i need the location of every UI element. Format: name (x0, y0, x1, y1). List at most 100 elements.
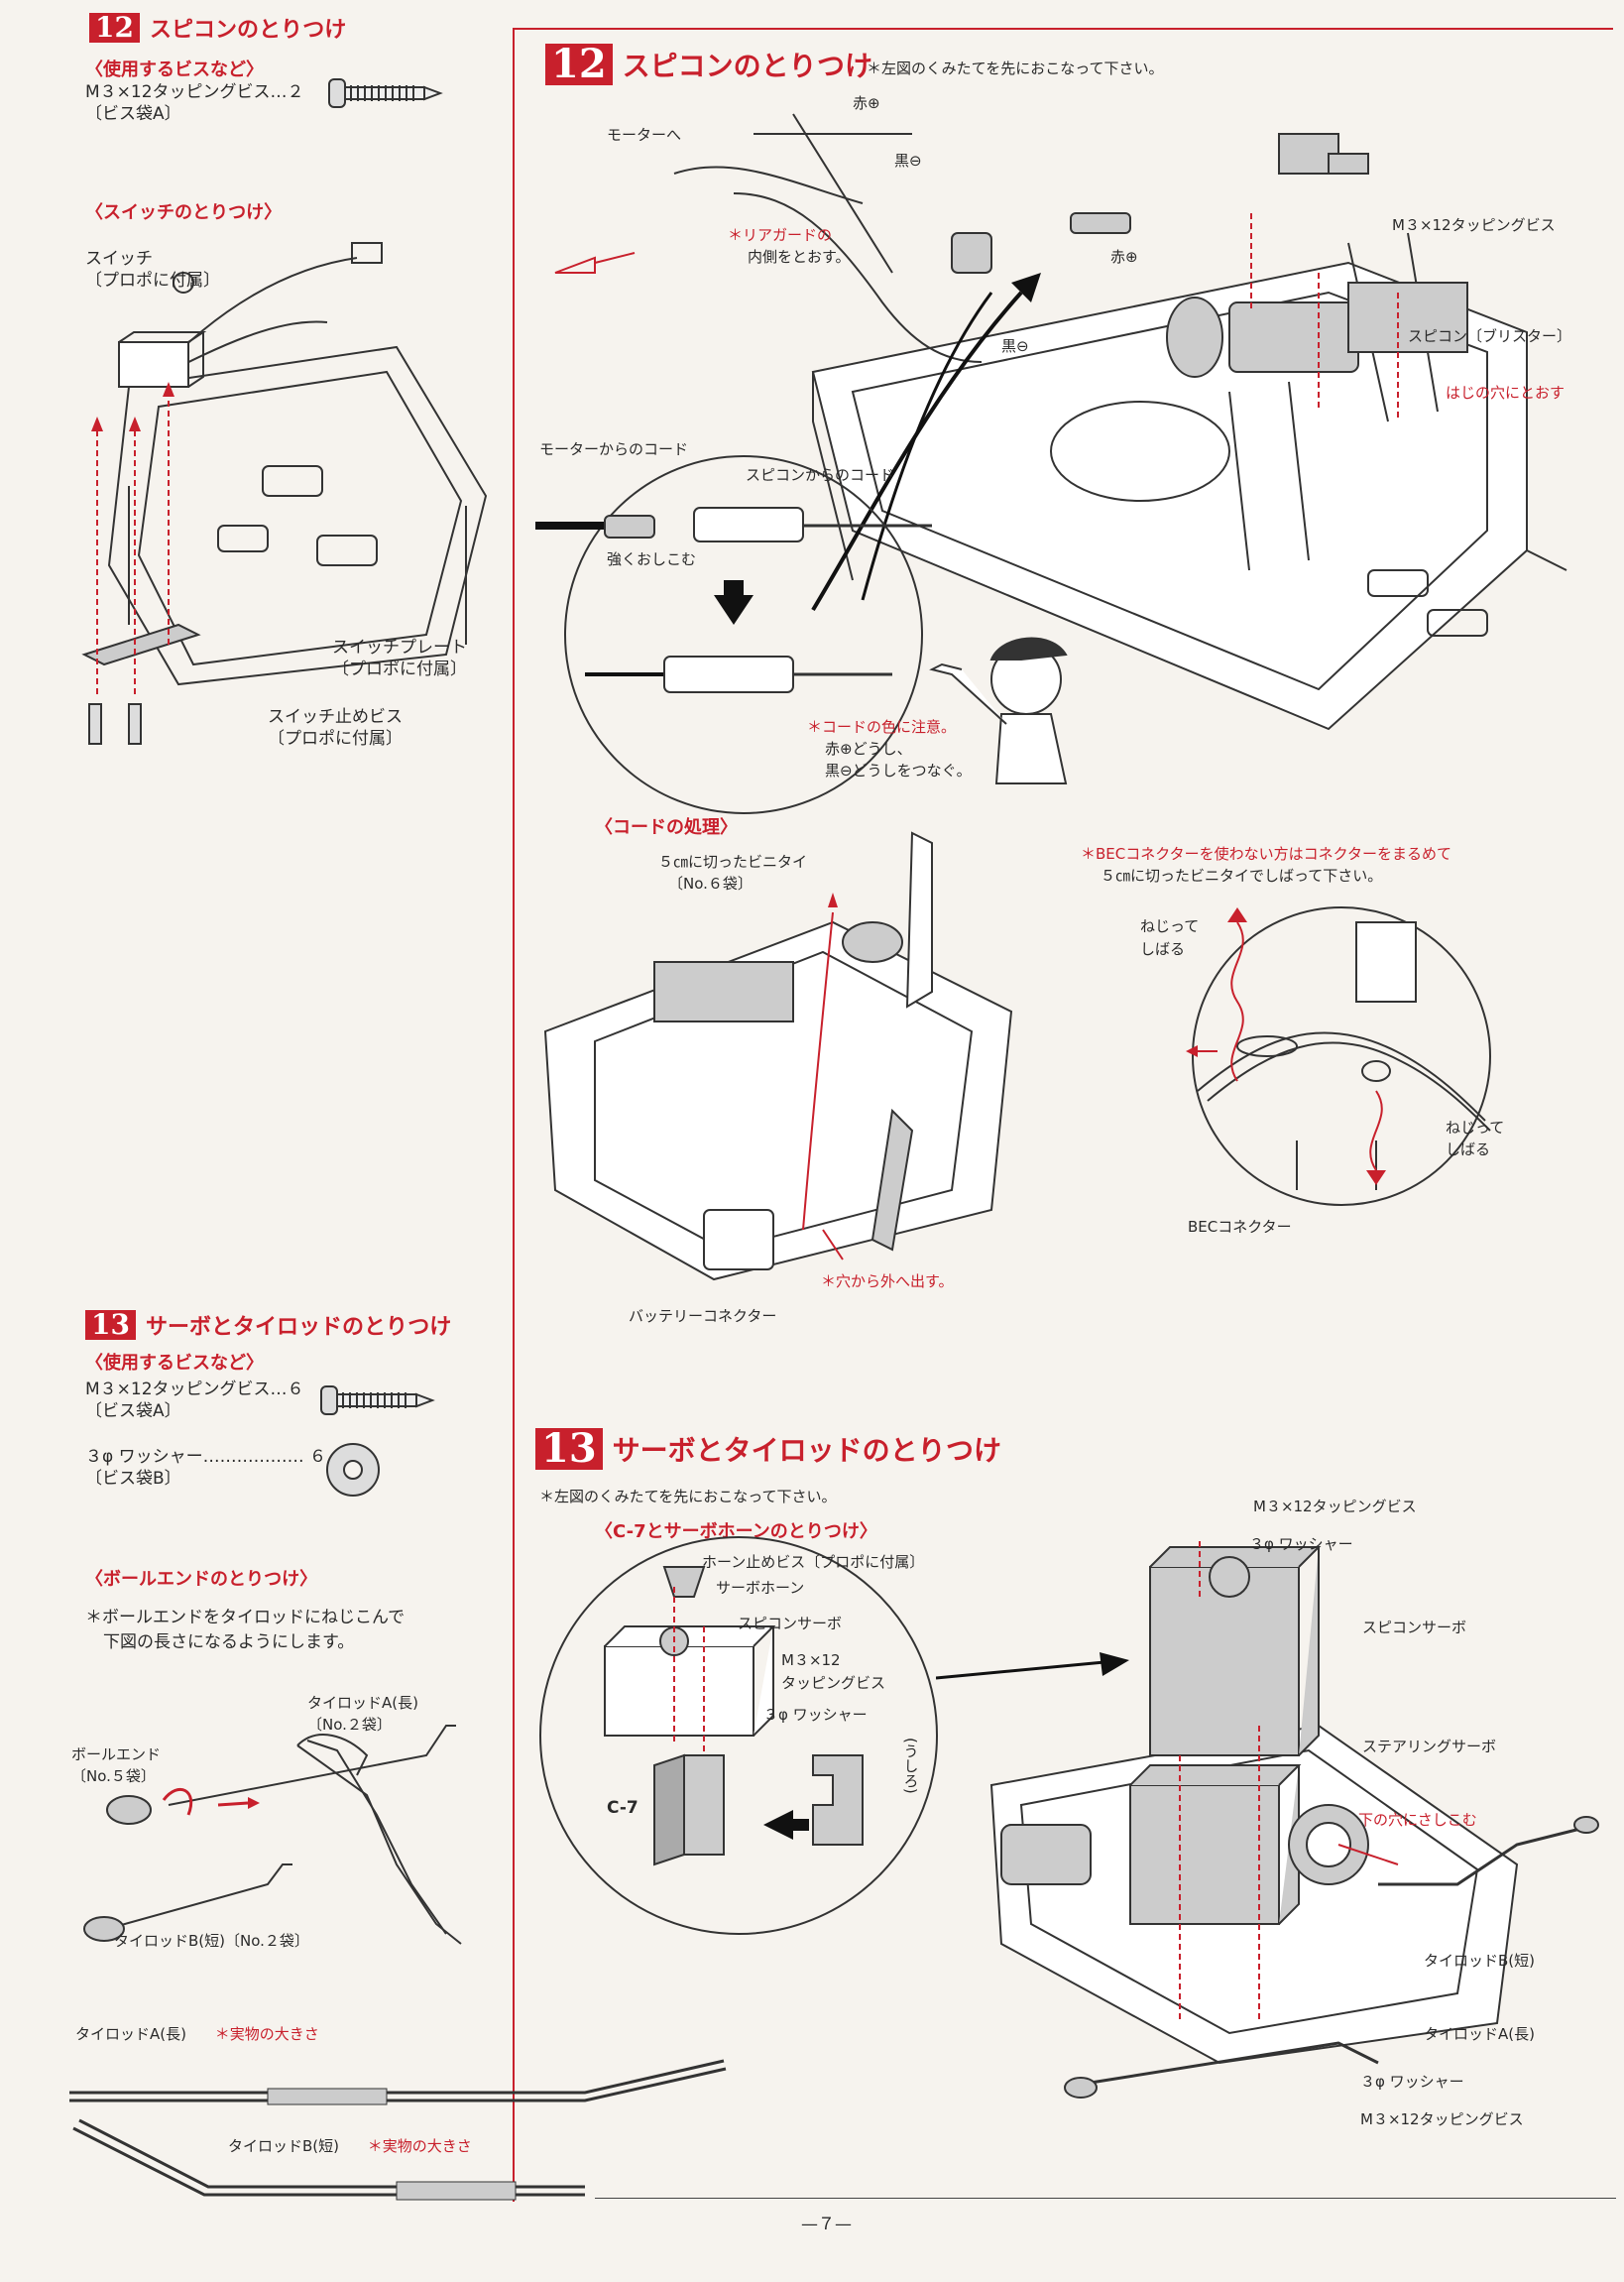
main-rod-b-label: タイロッドB(短) (1424, 1952, 1535, 1970)
switch-plate-label: スイッチプレート (332, 638, 467, 658)
left-step13-part1-line2: 〔ビス袋A〕 (85, 1401, 181, 1421)
rear-guard-note-2: 内側をとおす。 (748, 248, 851, 266)
left-step12-header: 12 スピコンのとりつけ (89, 12, 346, 44)
twist-1a: ねじって (1140, 917, 1200, 935)
left-step12-title: スピコンのとりつけ (149, 18, 347, 43)
bec-detail-circle (1178, 893, 1505, 1220)
actual-rod-b-label: タイロッドB(短) ＊実物の大きさ (228, 2137, 472, 2157)
tie-label: ５㎝に切ったビニタイ (658, 853, 808, 871)
left-step13-parts-header: 〈使用するビスなど〉 (85, 1353, 264, 1374)
main-rod-a-label: タイロッドA(長) (1424, 2025, 1535, 2043)
rod-a-actual-size (69, 2053, 744, 2112)
right-step12-number: 12 (545, 44, 613, 85)
actual-rod-b-name: タイロッドB(短) (228, 2137, 339, 2155)
ballend-illustration (69, 1686, 506, 1954)
to-motor-label: モーターへ (607, 126, 682, 144)
right-step13-header: 13 サーボとタイロッドのとりつけ (535, 1428, 1001, 1470)
ballend-bag: 〔No.５袋〕 (71, 1767, 156, 1785)
tie-bag-label: 〔No.６袋〕 (668, 875, 753, 893)
black-minus-label-2: 黒⊖ (1001, 337, 1029, 355)
rod-b-label: タイロッドB(短)〔No.２袋〕 (114, 1932, 309, 1950)
red-plus-label-2: 赤⊕ (1110, 248, 1138, 266)
bec-note-2: ５㎝に切ったビニタイでしばって下さい。 (1101, 867, 1383, 885)
washer-icon (323, 1440, 383, 1500)
c7-speedcon-servo-label: スピコンサーボ (738, 1615, 843, 1632)
rear-guard-note-1: ＊リアガードの (728, 226, 833, 244)
bottom-washer-label: ３φ ワッシャー (1360, 2073, 1464, 2091)
switch-mount-header: 〈スイッチのとりつけ〉 (85, 202, 283, 223)
color-note-3: 黒⊖どうしをつなぐ。 (825, 762, 972, 780)
ballend-label: ボールエンド (71, 1745, 162, 1763)
motor-cord-label: モーターからのコード (539, 440, 689, 458)
speedcon-screw-label: M３×12タッピングビス (1392, 216, 1556, 234)
right-step13-note: ＊左図のくみたてを先におこなって下さい。 (539, 1488, 837, 1505)
actual-rod-a-note: ＊実物の大きさ (214, 2025, 319, 2043)
connector-detail-circle (535, 436, 952, 823)
switch-screw-note: 〔プロポに付属〕 (268, 729, 403, 749)
left-step13-number: 13 (85, 1310, 136, 1340)
mascot-pointing-illustration (902, 625, 1081, 793)
column-divider (513, 30, 515, 2202)
bec-note-1: ＊BECコネクターを使わない方はコネクターをまるめて (1081, 845, 1452, 863)
right-step12-title: スピコンのとりつけ (622, 50, 872, 82)
switch-mount-illustration (69, 228, 506, 764)
servo-horn-label: サーボホーン (716, 1579, 805, 1597)
left-step13-part2-line2: 〔ビス袋B〕 (85, 1469, 181, 1489)
bottom-screw-label: M３×12タッピングビス (1360, 2110, 1524, 2128)
switch-label-note: 〔プロポに付属〕 (85, 271, 220, 291)
c7-header: 〈C-7とサーボホーンのとりつけ〉 (595, 1521, 877, 1542)
cord-handling-illustration (535, 813, 1031, 1329)
twist-2a: ねじって (1446, 1119, 1505, 1137)
left-step13-header: 13 サーボとタイロッドのとりつけ (85, 1309, 451, 1341)
c7-screw-label-1: M３×12 (781, 1651, 841, 1669)
steering-servo-label: ステアリングサーボ (1362, 1738, 1497, 1755)
color-note-1: ＊コードの色に注意。 (807, 718, 957, 736)
actual-rod-b-note: ＊実物の大きさ (367, 2137, 472, 2155)
color-note-2: 赤⊕どうし、 (825, 740, 912, 758)
top-washer-label: ３φ ワッシャー (1249, 1535, 1353, 1553)
twist-1b: しばる (1140, 940, 1186, 958)
black-minus-label-1: 黒⊖ (894, 152, 922, 170)
switch-label: スイッチ (85, 249, 153, 269)
arrow-to-main-illustration (936, 1652, 1134, 1692)
right-step12-header: 12 スピコンのとりつけ (545, 44, 872, 85)
right-step13-title: サーボとタイロッドのとりつけ (612, 1434, 1001, 1467)
actual-rod-a-label: タイロッドA(長) ＊実物の大きさ (75, 2025, 319, 2045)
top-rule-right (513, 28, 1613, 30)
actual-rod-a-name: タイロッドA(長) (75, 2025, 186, 2043)
twist-2b: しばる (1446, 1141, 1491, 1158)
edge-hole-label: はじの穴にとおす (1446, 384, 1566, 402)
main-speedcon-servo-label: スピコンサーボ (1362, 1619, 1467, 1636)
rod-a-bag: 〔No.２袋〕 (307, 1716, 392, 1734)
c7-back-label: (うしろ) (901, 1738, 920, 1794)
right-step12-note: ＊左図のくみたてを先におこなって下さい。 (867, 60, 1164, 79)
push-hard-label: 強くおしこむ (607, 550, 697, 568)
top-screw-label: M３×12タッピングビス (1253, 1498, 1417, 1515)
c7-washer-label: ３φ ワッシャー (763, 1706, 868, 1724)
left-step12-part-line2: 〔ビス袋A〕 (85, 104, 181, 124)
ballend-header: 〈ボールエンドのとりつけ〉 (85, 1569, 318, 1590)
ballend-note-1: ＊ボールエンドをタイロッドにねじこんで (85, 1608, 406, 1627)
horn-screw-label: ホーン止めビス〔プロポに付属〕 (702, 1553, 925, 1571)
c7-screw-label-2: タッピングビス (781, 1674, 886, 1692)
c7-part-label: C-7 (607, 1798, 638, 1818)
left-step12-part-line1: M３×12タッピングビス…２ (85, 82, 304, 102)
left-step13-part2-line1: ３φ ワッシャー……………… ６ (85, 1447, 327, 1467)
right-step13-number: 13 (535, 1428, 603, 1470)
right-step12-note-text: ＊左図のくみたてを先におこなって下さい。 (867, 60, 1164, 77)
battery-connector-label: バッテリーコネクター (629, 1307, 777, 1325)
rod-b-actual-size (69, 2112, 605, 2202)
speedcon-cord-label: スピコンからのコード (746, 466, 895, 484)
switch-screw-label: スイッチ止めビス (268, 707, 403, 727)
cord-handling-header: 〈コードの処理〉 (595, 817, 738, 838)
c7-servo-horn-circle (525, 1527, 952, 1944)
speedcon-install-illustration (535, 94, 1616, 788)
bottom-rule (595, 2198, 1616, 2199)
switch-plate-note: 〔プロポに付属〕 (332, 660, 467, 679)
screw-icon (319, 1381, 438, 1420)
speedcon-label: スピコン〔ブリスター〕 (1408, 327, 1572, 345)
bec-connector-label: BECコネクター (1188, 1218, 1292, 1236)
lower-hole-label: 下の穴にさしこむ (1358, 1811, 1477, 1829)
servo-install-illustration (962, 1527, 1616, 2162)
screw-icon (327, 73, 446, 113)
